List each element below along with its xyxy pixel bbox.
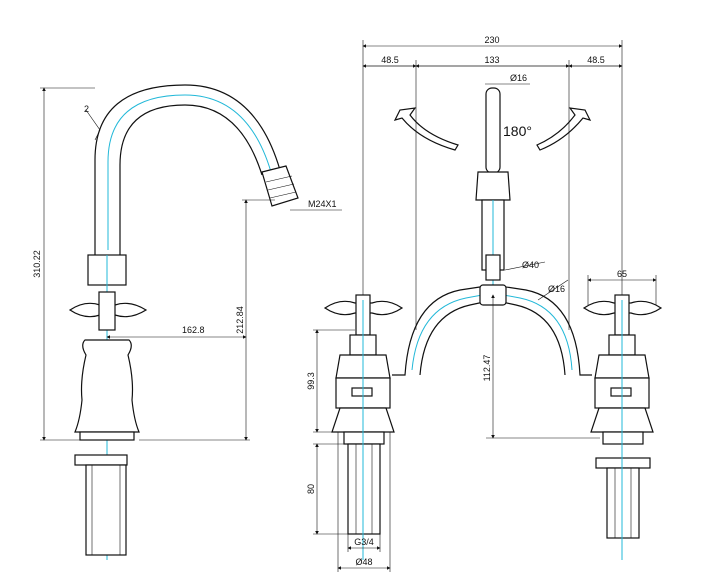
- handle-width-label: 65: [617, 269, 627, 279]
- left-valve: [323, 294, 404, 560]
- tip-dia-label: Ø16: [510, 73, 527, 83]
- angle-label: 2: [84, 104, 89, 114]
- bridge-height-label: 112.47: [482, 355, 492, 382]
- spout-height-label: 212.84: [235, 306, 245, 334]
- valve-height-label: 99.3: [306, 372, 316, 390]
- thread-label: M24X1: [308, 199, 337, 209]
- bridge-dia-label: Ø40: [522, 260, 539, 270]
- side-view: 310.22 2 M24X1 212.84 162.8: [32, 84, 342, 560]
- rotation-label: 180°: [503, 123, 532, 139]
- base-dia-label: Ø48: [355, 557, 372, 567]
- tail-thread-label: G3/4: [354, 537, 374, 547]
- bridge-tube-dia-label: Ø16: [548, 284, 565, 294]
- right-offset-label: 48.5: [587, 55, 605, 65]
- tail-length-label: 80: [306, 484, 316, 494]
- side-height-label: 310.22: [32, 250, 42, 278]
- front-view: 230 48.5 133 48.5 Ø16 180° Ø40 Ø16: [306, 35, 663, 572]
- width-label: 230: [484, 35, 499, 45]
- reach-label: 162.8: [182, 325, 205, 335]
- center-span-label: 133: [484, 55, 499, 65]
- right-valve: [582, 294, 663, 560]
- left-offset-label: 48.5: [381, 55, 399, 65]
